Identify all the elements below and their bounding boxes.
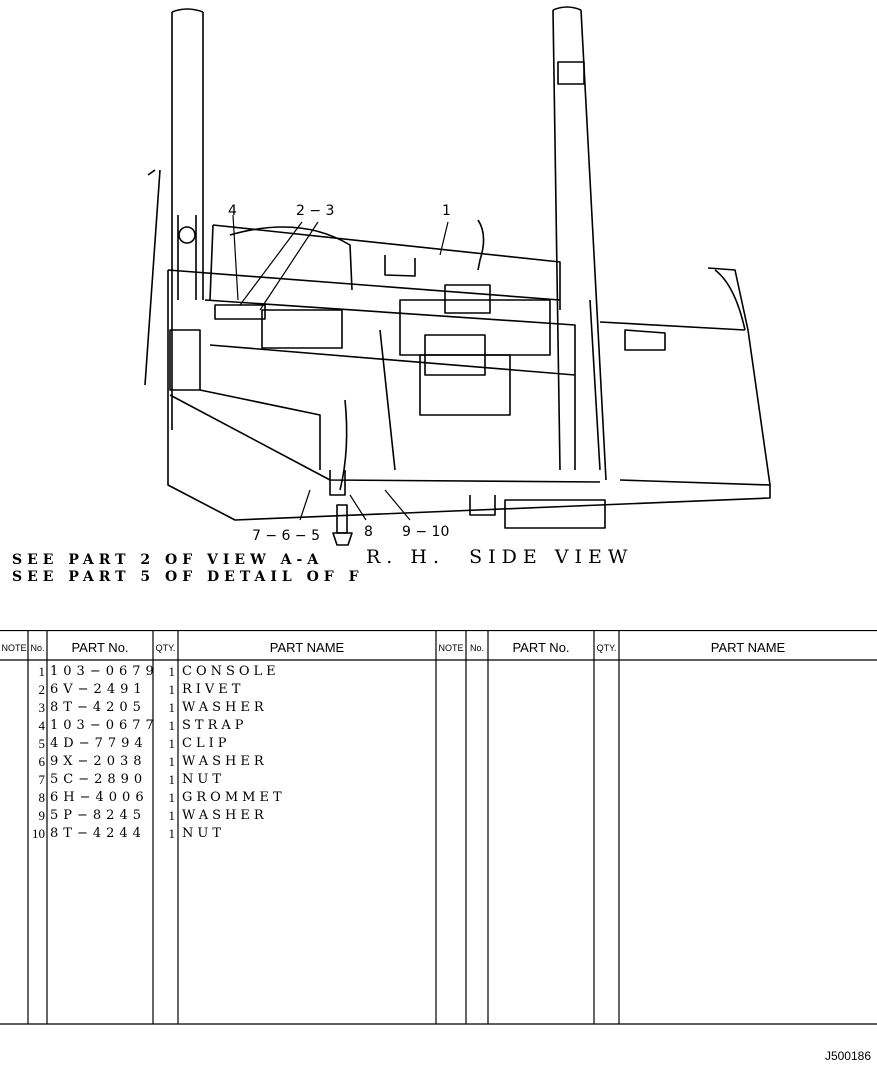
row-qty: 1 [168,700,176,715]
row-qty: 1 [168,718,176,733]
callout-8: 8 [364,524,373,540]
header-note: NOTE [1,643,27,653]
row-part-name: WASHER [182,754,268,769]
leader-lines [232,214,449,521]
callout-1: 1 [442,203,451,219]
left-rail [144,169,161,386]
left-post [171,8,204,430]
row-part-name: WASHER [182,700,268,715]
row-no: 2 [38,682,46,697]
row-qty: 1 [168,754,176,769]
side-plate [599,267,771,486]
row-qty: 1 [168,664,176,679]
row-qty: 1 [168,790,176,805]
row-qty: 1 [168,772,176,787]
row-no: 9 [38,808,46,823]
bolt-grommet [332,504,353,546]
row-qty: 1 [168,826,176,841]
parts-table-grid [0,630,877,1025]
header-no-right: No. [469,643,484,653]
row-part-no: 103−0679 [50,664,159,679]
frame-body [167,269,771,529]
row-qty: 1 [168,808,176,823]
row-no: 3 [38,700,46,715]
row-part-no: 4D−7794 [50,736,148,751]
row-no: 7 [38,772,46,787]
rh-side-view-drawing [144,6,771,546]
row-part-no: 8T−4205 [50,700,146,715]
right-post [552,6,607,481]
row-part-no: 6V−2491 [50,682,147,697]
row-part-no: 5C−2890 [50,772,148,787]
callout-4: 4 [228,203,237,219]
row-part-no: 5P−8245 [50,808,146,823]
row-part-name: WASHER [182,808,268,823]
row-no: 4 [38,718,46,733]
callout-7-6-5: 7 − 6 − 5 [252,528,320,544]
row-no: 1 [38,664,46,679]
view-title: R. H. SIDE VIEW [366,546,634,568]
row-no: 5 [38,736,46,751]
row-part-name: RIVET [182,682,245,697]
row-part-name: NUT [182,826,226,841]
row-part-no: 6H−4006 [50,790,149,805]
callout-2-3: 2 − 3 [296,203,335,219]
row-part-name: GROMMET [182,790,286,805]
console-panel [209,219,561,314]
row-part-name: NUT [182,772,226,787]
row-part-name: STRAP [182,718,248,733]
row-qty: 1 [168,736,176,751]
header-note-right: NOTE [438,643,464,653]
document-id: J500186 [824,1049,871,1063]
row-part-no: 103−0677 [50,718,159,733]
callout-9-10: 9 − 10 [402,524,450,540]
row-part-no: 9X−2038 [50,754,147,769]
note-line-2: SEE PART 5 OF DETAIL OF F [12,569,364,585]
header-part-no: PART No. [71,640,129,655]
note-line-1: SEE PART 2 OF VIEW A-A [12,552,324,568]
row-part-name: CONSOLE [182,664,280,679]
header-part-no-right: PART No. [512,640,570,655]
row-no: 8 [38,790,46,805]
row-part-no: 8T−4244 [50,826,146,841]
header-qty-right: QTY. [596,643,617,653]
header-part-name: PART NAME [269,640,345,655]
row-no: 6 [38,754,46,769]
row-part-name: CLIP [182,736,231,751]
row-qty: 1 [168,682,176,697]
header-qty: QTY. [155,643,176,653]
row-no: 10 [32,826,45,841]
header-no: No. [30,643,45,653]
header-part-name-right: PART NAME [710,640,786,655]
